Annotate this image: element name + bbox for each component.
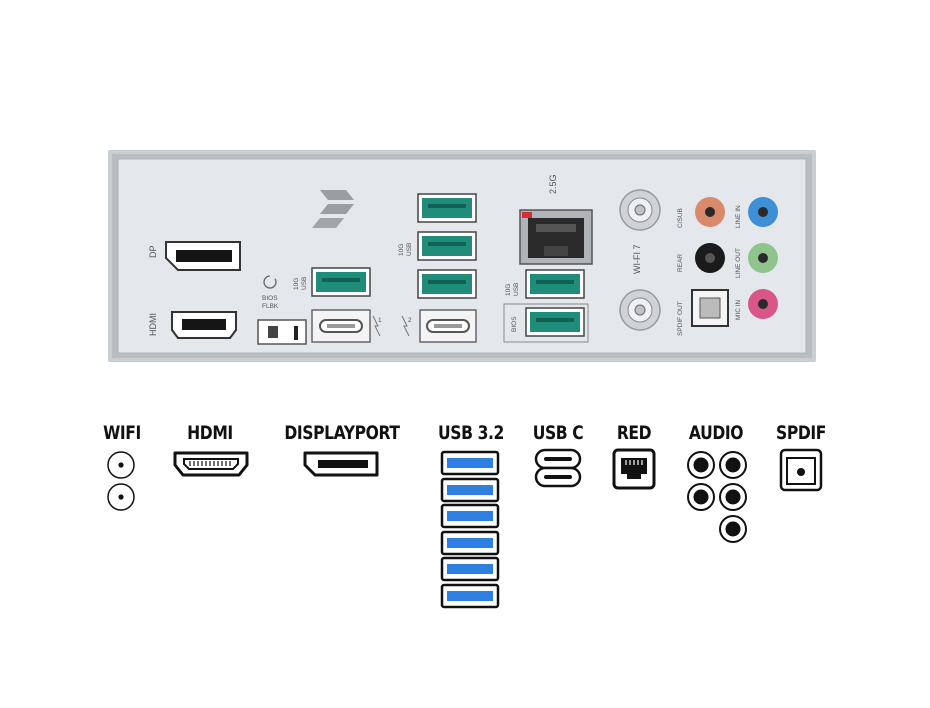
audio-jack-icon (687, 483, 715, 511)
usb-a-port[interactable] (417, 193, 477, 223)
bios-flashback-button[interactable] (257, 319, 307, 345)
spdif-icon (779, 448, 823, 492)
bios-usb-outline (503, 303, 589, 343)
usb10g-label-c1: 10G (505, 284, 512, 296)
hdmi-label: HDMI (148, 313, 158, 336)
brand-logo-icon (312, 190, 354, 228)
audio-jack-icon (719, 483, 747, 511)
usb-a-port[interactable] (417, 231, 477, 261)
io-shield-panel: DP HDMI BIOS FLBK 10G USB 1 10G USB (108, 150, 816, 362)
audio-jack-icon (719, 515, 747, 543)
usb10g-label-a1: 10G (293, 278, 300, 290)
usb10g-label-a2: USB (301, 277, 308, 290)
usb-a-icon (440, 477, 500, 502)
audio-rear-label: REAR (677, 254, 684, 272)
wifi-label: WI-FI 7 (632, 245, 642, 275)
displayport-port[interactable] (165, 241, 241, 271)
audio-csub-label: C/SUB (677, 208, 684, 228)
thunderbolt-2-label: 2 (408, 317, 412, 324)
audio-jack-icon (687, 451, 715, 479)
lan-speed-label: 2.5G (548, 174, 558, 194)
ethernet-icon (612, 448, 656, 490)
audio-line-in-label: LINE IN (735, 205, 742, 228)
dp-label: DP (148, 245, 158, 258)
usb-a-port-bios[interactable] (525, 307, 585, 337)
legend-title-hdmi: HDMI (187, 422, 233, 444)
usb-a-icon (440, 530, 500, 556)
bios-flbk-label-1: BIOS (262, 295, 278, 302)
wifi-antenna-connector[interactable] (619, 289, 661, 331)
audio-jack-rear[interactable] (695, 243, 725, 273)
usb-a-icon (440, 583, 500, 609)
audio-jack-csub[interactable] (695, 197, 725, 227)
wifi-antenna-connector[interactable] (619, 189, 661, 231)
usb-a-port[interactable] (417, 269, 477, 299)
audio-jack-mic-in[interactable] (748, 289, 778, 319)
hdmi-port-icon (173, 451, 249, 477)
usb-a-icon (440, 557, 500, 582)
thunderbolt-1-label: 1 (378, 317, 382, 324)
legend-title-wifi: WIFI (103, 422, 141, 444)
usb-a-port[interactable] (311, 267, 371, 297)
thunderbolt-icon (401, 315, 410, 337)
usb-c-port[interactable] (419, 309, 477, 343)
usb10g-label-b2: USB (406, 243, 413, 256)
bios-usb-label: BIOS (511, 316, 518, 332)
usb32-icon-stack (440, 450, 500, 610)
spdif-out-label: SPDIF OUT (677, 301, 684, 336)
audio-mic-in-label: MIC IN (735, 299, 742, 320)
bios-flashback-icon (263, 275, 277, 289)
legend-title-spdif: SPDIF (776, 422, 826, 444)
wifi-connector-icon (107, 451, 135, 479)
usb-a-icon (440, 450, 500, 476)
ethernet-port[interactable] (519, 209, 593, 265)
legend-title-displayport: DISPLAYPORT (284, 422, 400, 444)
usb-c-port[interactable] (311, 309, 371, 343)
usb-a-icon (440, 503, 500, 529)
usb10g-label-b1: 10G (398, 244, 405, 256)
legend-title-audio: AUDIO (688, 422, 744, 444)
usb10g-label-c2: USB (513, 283, 520, 296)
audio-jack-line-in[interactable] (748, 197, 778, 227)
bios-flbk-label-2: FLBK (262, 303, 279, 310)
usb-c-icon (534, 466, 582, 488)
audio-jack-line-out[interactable] (748, 243, 778, 273)
spdif-out-port[interactable] (691, 289, 729, 327)
legend-title-red: RED (616, 422, 652, 444)
audio-line-out-label: LINE OUT (735, 248, 742, 278)
legend-title-usbc: USB C (532, 422, 584, 444)
usb-a-port[interactable] (525, 269, 585, 299)
hdmi-port[interactable] (171, 311, 237, 339)
displayport-icon (303, 451, 379, 477)
wifi-connector-icon (107, 483, 135, 511)
thunderbolt-icon (372, 315, 381, 337)
legend-title-usb32: USB 3.2 (438, 422, 504, 444)
audio-jack-icon (719, 451, 747, 479)
